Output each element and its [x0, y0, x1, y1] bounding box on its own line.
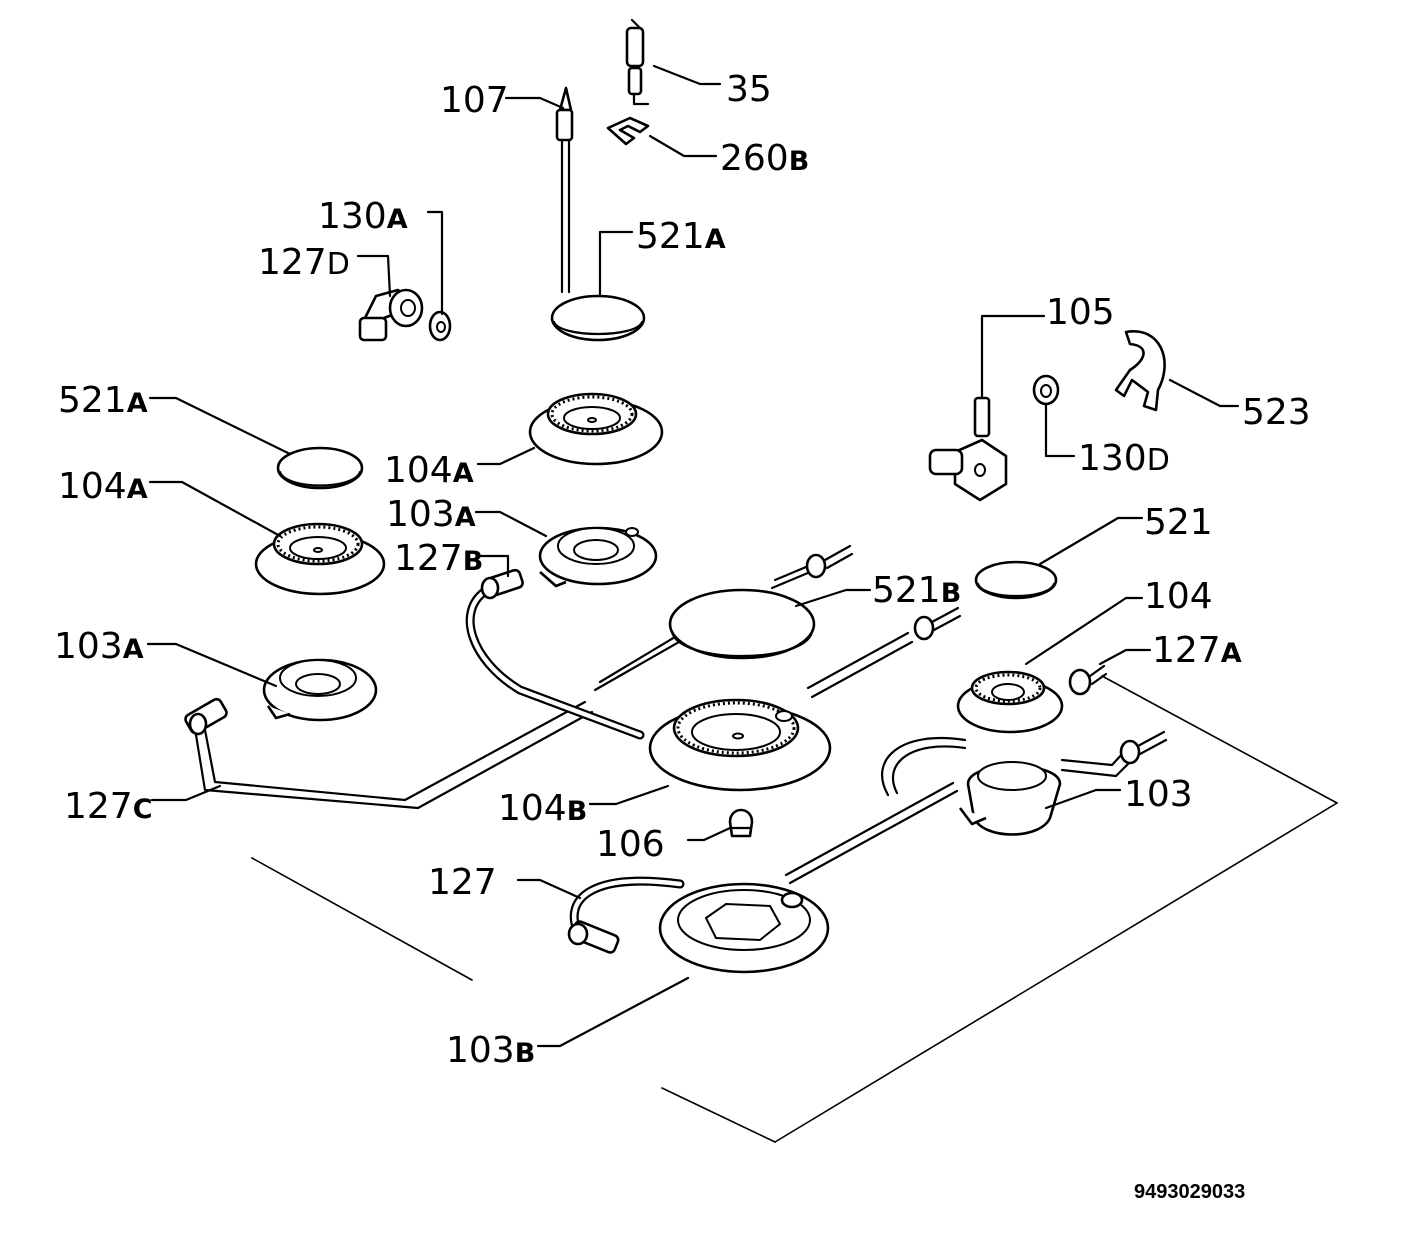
thermocouple-107 [555, 86, 574, 294]
burner-cap-521b [668, 588, 816, 660]
label-523: 523 [1242, 392, 1311, 433]
burner-body-103b [658, 882, 830, 974]
label-104a-mid: 104A [384, 450, 474, 491]
label-521: 521 [1144, 502, 1213, 543]
label-130d: 130D [1078, 438, 1170, 479]
hob-outline [251, 675, 1338, 1143]
injector-106 [728, 808, 754, 838]
fitting-127b [480, 568, 524, 600]
valve-105 [928, 396, 1008, 502]
fitting-127 [567, 920, 620, 954]
label-103a-left: 103A [54, 626, 144, 667]
fitting-127a [1068, 664, 1108, 696]
burner-cap-521a-left [276, 446, 364, 490]
part-labels: 107 35 260B 130A 127D 521A 105 523 130D … [54, 69, 1311, 1071]
burner-cap-521a-top [550, 294, 646, 342]
washer-130d [1032, 374, 1060, 406]
label-521b: 521B [872, 570, 961, 611]
washer-130a [428, 310, 452, 342]
label-104a-left: 104A [58, 466, 148, 507]
burner-cap-521 [974, 560, 1058, 600]
label-260b: 260B [720, 138, 809, 179]
burner-crown-104a-top [528, 392, 664, 466]
fitting-127c [184, 697, 228, 736]
burner-body-103a-left [262, 658, 378, 722]
label-105: 105 [1046, 292, 1115, 333]
burner-body-103a-mid [538, 526, 658, 588]
elbow-127d [358, 288, 424, 342]
bracket-523 [1114, 330, 1166, 412]
label-106: 106 [596, 824, 665, 865]
label-127a: 127A [1152, 630, 1242, 671]
label-521a-top: 521A [636, 216, 726, 257]
burner-crown-104 [956, 670, 1064, 734]
clip-260b [606, 116, 650, 146]
flexible-hoses [465, 585, 685, 935]
label-521a-left: 521A [58, 380, 148, 421]
ignition-plug-35 [625, 18, 650, 106]
label-35: 35 [726, 69, 772, 110]
label-107: 107 [440, 80, 509, 121]
label-127b: 127B [394, 538, 483, 579]
label-104b: 104B [498, 788, 587, 829]
gas-pipes [194, 560, 1132, 885]
label-103a-mid: 103A [386, 494, 476, 535]
burner-crown-104b [648, 698, 832, 792]
label-127d: 127D [258, 242, 350, 283]
burner-crown-104a-left [254, 522, 386, 596]
label-103b: 103B [446, 1030, 535, 1071]
label-103: 103 [1124, 774, 1193, 815]
label-127: 127 [428, 862, 497, 903]
label-127c: 127C [64, 786, 153, 827]
label-130a: 130A [318, 196, 408, 237]
leader-lines [146, 64, 1240, 1048]
burner-body-103 [958, 761, 1062, 836]
label-104: 104 [1144, 576, 1213, 617]
document-code: 9493029033 [1134, 1181, 1245, 1203]
pipe-nuts [805, 544, 1168, 765]
